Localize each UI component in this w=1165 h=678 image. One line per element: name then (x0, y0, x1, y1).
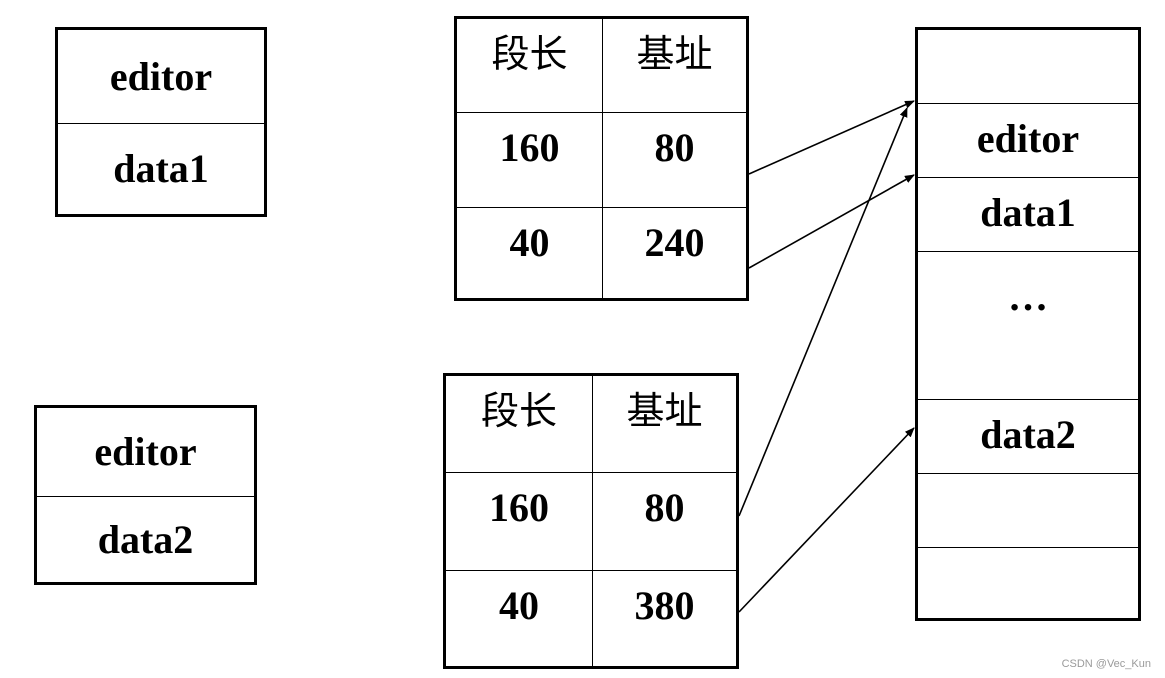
divider (446, 472, 736, 473)
divider (457, 112, 746, 113)
table1-row2-base: 240 (644, 220, 705, 265)
arrow-table1-data1 (748, 174, 915, 269)
divider (918, 177, 1138, 178)
process1-segment-data1: data1 (113, 146, 209, 191)
table2-header-length: 段长 (480, 389, 557, 433)
table1-header-base: 基址 (636, 32, 713, 76)
divider (457, 207, 746, 208)
arrow-table1-editor (748, 100, 915, 175)
memory-column: editor data1 … data2 (915, 27, 1141, 621)
watermark: CSDN @Vec_Kun (1061, 658, 1151, 670)
divider (592, 376, 593, 666)
memory-cell-ellipsis: … (1008, 274, 1048, 319)
table2-row1-base: 80 (644, 485, 685, 530)
divider (918, 103, 1138, 104)
process2-segment-data2: data2 (97, 516, 194, 562)
divider (58, 123, 264, 124)
process2-segment-editor: editor (94, 429, 197, 474)
table2-row2-length: 40 (499, 583, 539, 628)
divider (918, 473, 1138, 474)
table2-row2-base: 380 (634, 583, 695, 628)
table1-row2-length: 40 (509, 220, 550, 265)
table1-row1-length: 160 (499, 125, 560, 170)
divider (918, 399, 1138, 400)
divider (602, 19, 603, 298)
divider (918, 251, 1138, 252)
process2-segments: editor data2 (34, 405, 257, 585)
table1-header-length: 段长 (491, 32, 568, 76)
process1-segments: editor data1 (55, 27, 267, 217)
segment-table-1: 段长 基址 160 80 40 240 (454, 16, 749, 301)
divider (37, 496, 254, 497)
divider (446, 570, 736, 571)
arrow-table2-data2 (738, 427, 915, 613)
divider (918, 547, 1138, 548)
arrow-table2-editor (738, 107, 908, 517)
process1-segment-editor: editor (109, 53, 213, 99)
memory-cell-data1: data1 (980, 190, 1076, 235)
table2-header-base: 基址 (626, 389, 703, 433)
memory-cell-data2: data2 (980, 412, 1076, 457)
segment-table-2: 段长 基址 160 80 40 380 (443, 373, 739, 669)
memory-cell-editor: editor (976, 116, 1080, 161)
table2-row1-length: 160 (489, 485, 549, 530)
table1-row1-base: 80 (654, 125, 695, 170)
